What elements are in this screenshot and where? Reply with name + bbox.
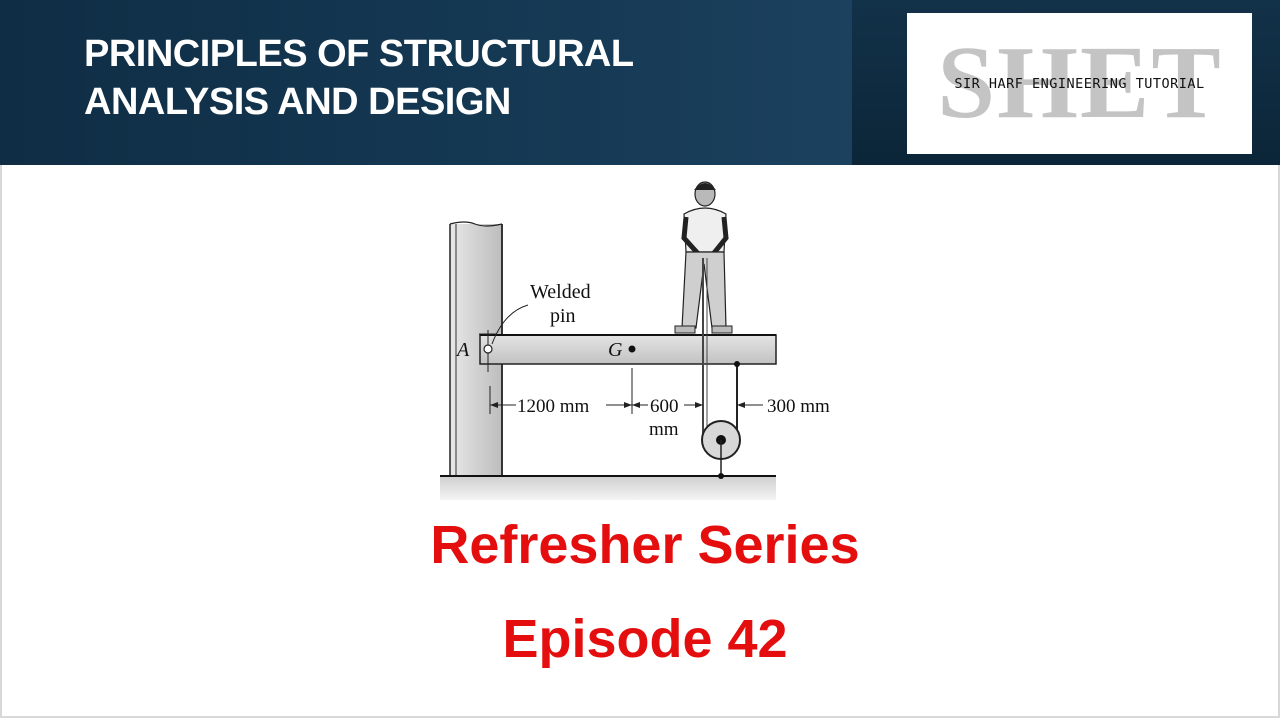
- welded-pin: [479, 304, 529, 372]
- course-title: PRINCIPLES OF STRUCTURAL ANALYSIS AND DE…: [84, 30, 804, 126]
- dimension-1200: 1200 mm: [517, 396, 590, 417]
- center-of-gravity-dot: [628, 345, 636, 353]
- welded-label-2: pin: [550, 305, 576, 327]
- problem-figure: Welded pin A G: [420, 172, 860, 502]
- course-title-line-1: PRINCIPLES OF STRUCTURAL: [84, 33, 634, 75]
- pulley: [701, 420, 741, 479]
- course-title-line-2: ANALYSIS AND DESIGN: [84, 81, 511, 123]
- beam-diagram: Welded pin A G: [440, 181, 830, 500]
- channel-logo: SHET SIR HARF ENGINEERING TUTORIAL: [907, 13, 1252, 154]
- dimension-lines: [489, 368, 763, 414]
- logo-mark: SHET: [937, 25, 1223, 140]
- episode-title: Episode 42: [502, 609, 788, 669]
- welded-label-1: Welded: [530, 281, 591, 303]
- beam: [479, 334, 777, 365]
- ground: [440, 475, 776, 500]
- point-g-label: G: [608, 339, 623, 361]
- logo-text: SIR HARF ENGINEERING TUTORIAL: [954, 76, 1205, 92]
- worker-figure: [674, 181, 733, 334]
- dimension-600-bottom: mm: [649, 419, 679, 440]
- series-title: Refresher Series: [430, 515, 860, 575]
- rope: [702, 258, 740, 437]
- dimension-600-top: 600: [650, 396, 679, 417]
- dimension-300: 300 mm: [767, 396, 830, 417]
- point-a-label: A: [455, 339, 470, 361]
